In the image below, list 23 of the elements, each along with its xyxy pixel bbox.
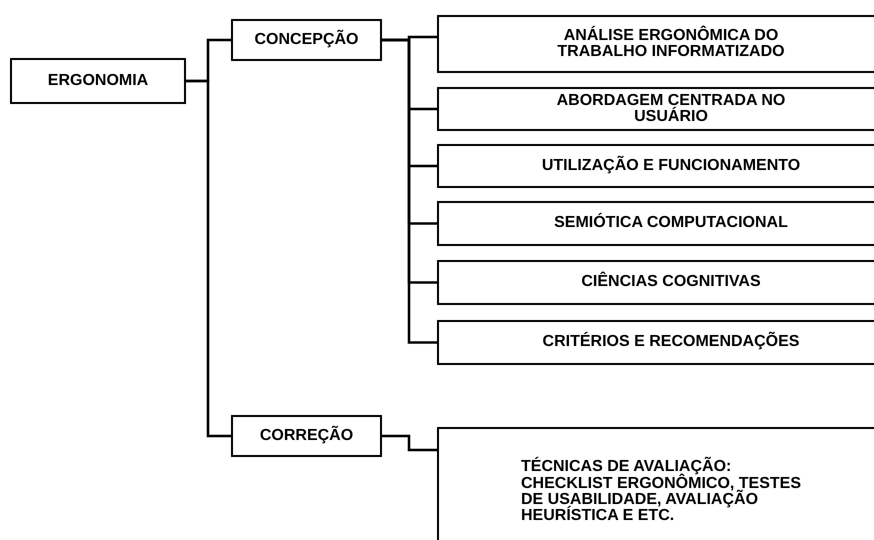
topic-box [437,201,874,246]
topic-box [437,260,874,305]
topic-text: CIÊNCIAS COGNITIVAS [581,274,761,291]
topic-text: ERGONOMIA [48,72,148,90]
connector-line [382,434,437,452]
connector-line [382,38,437,344]
topic-box [437,15,874,73]
topic-box [10,58,186,104]
topic-box [437,320,874,365]
topic-box [437,144,874,188]
topic-text: SEMIÓTICA COMPUTACIONAL [554,215,788,232]
topic-text: CORREÇÃO [260,428,354,444]
topic-text: ANÁLISE ERGONÔMICA DO TRABALHO INFORMATIZADO [556,28,786,60]
connector-line [186,80,231,438]
topic-text: CRITÉRIOS E RECOMENDAÇÕES [542,334,800,351]
topic-text: CONCEPÇÃO [254,32,358,48]
topic-text: UTILIZAÇÃO E FUNCIONAMENTO [542,158,800,174]
topic-box [437,427,874,540]
topic-text: ABORDAGEM CENTRADA NO USUÁRIO [556,92,786,126]
topic-box [231,415,382,457]
topic-text: TÉCNICAS DE AVALIAÇÃO: CHECKLIST ERGONÔMICO, TESTES DE USABILIDADE, AVALIAÇÃO HEURÍSTICA E ETC. [521,459,802,525]
topic-box [437,87,874,131]
topic-box [231,19,382,61]
